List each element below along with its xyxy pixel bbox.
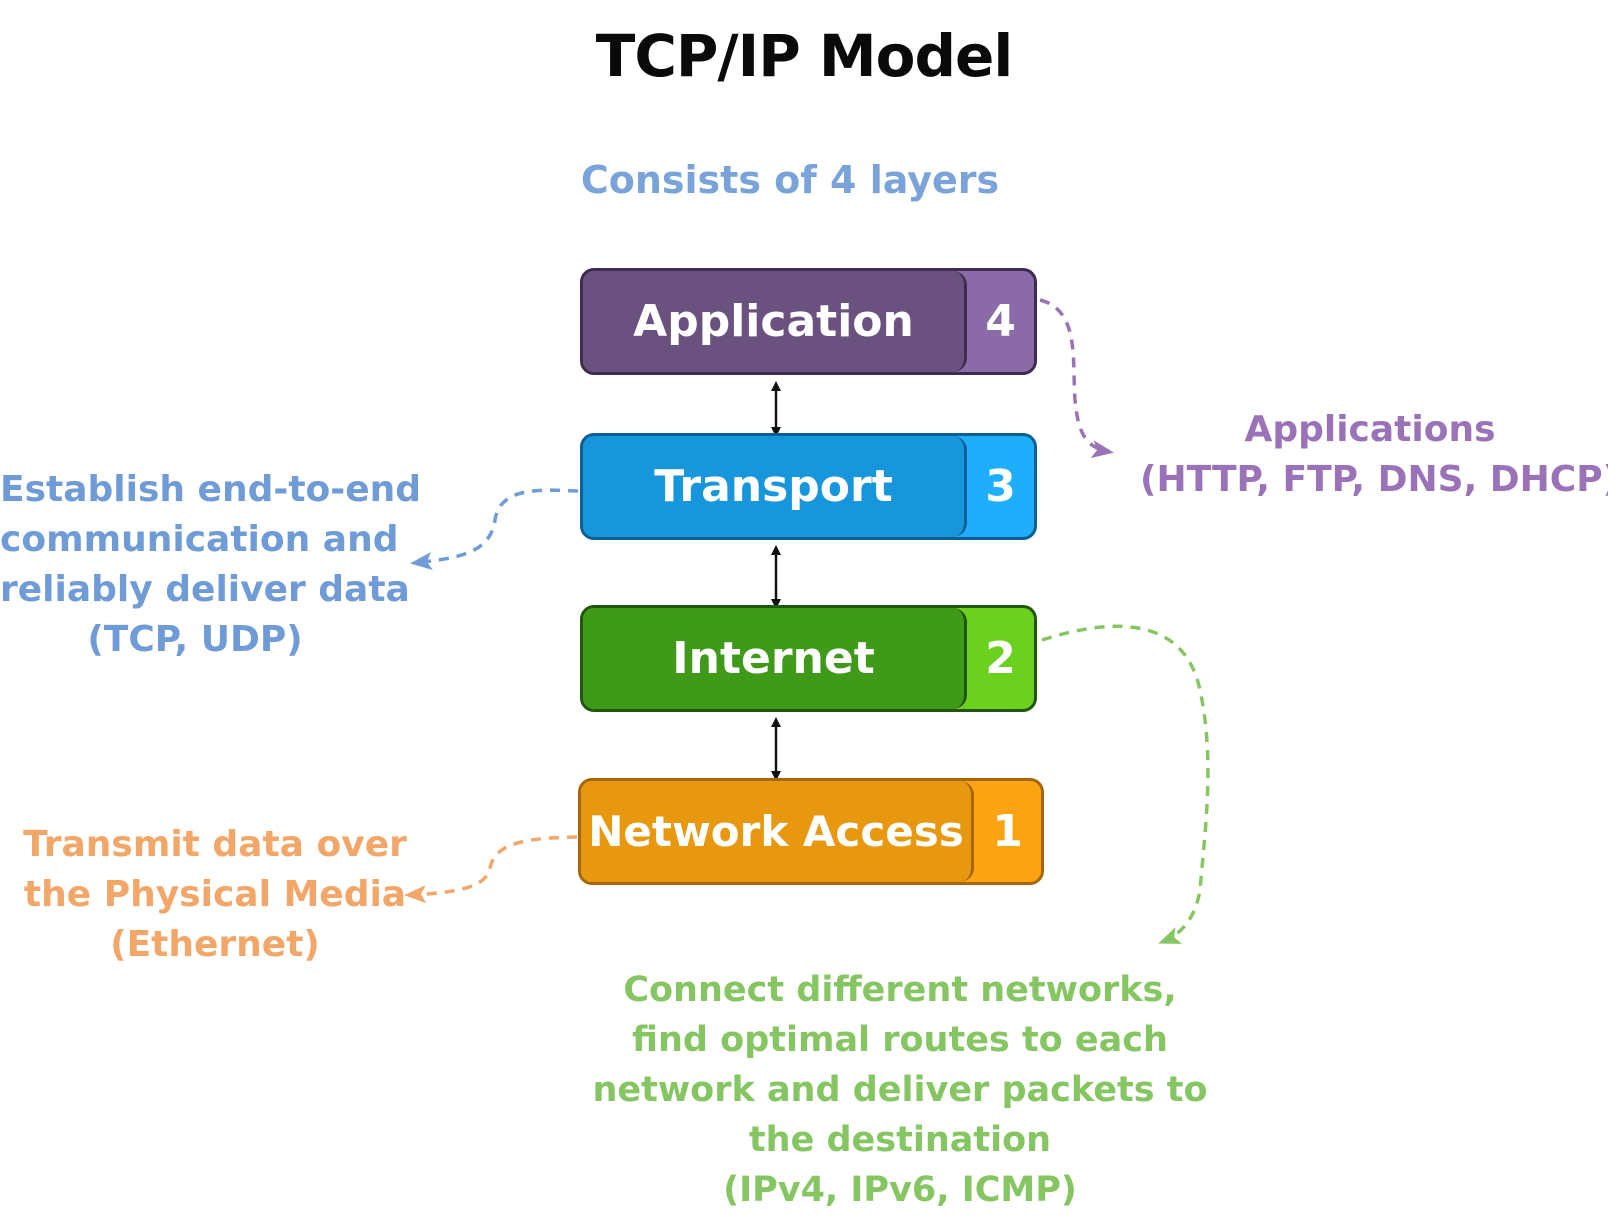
internet-description-line: Connect different networks, [623, 970, 1177, 1010]
subtitle: Consists of 4 layers [580, 158, 1000, 202]
internet-description-line: (IPv4, IPv6, ICMP) [723, 1170, 1077, 1210]
internet-description-line: network and deliver packets to [592, 1070, 1208, 1110]
network-access-description-line: (Ethernet) [110, 924, 320, 965]
layer-transport-name: Transport [583, 436, 967, 537]
application-connector [1039, 298, 1114, 459]
layer-internet-number: 2 [985, 633, 1016, 684]
transport-description-line: Establish end-to-end [0, 469, 422, 510]
internet-description: Connect different networks, find optimal… [590, 965, 1210, 1215]
layer-application: Application 4 [580, 268, 1037, 375]
layer-network-access-name: Network Access [581, 781, 974, 882]
layer-transport-number: 3 [985, 461, 1016, 512]
internet-connector [1041, 624, 1210, 944]
layer-transport: Transport 3 [580, 433, 1037, 540]
transport-description-line: communication and [0, 519, 399, 560]
layer-internet-name: Internet [583, 608, 967, 709]
transport-description-line: (TCP, UDP) [87, 619, 303, 660]
transport-description: Establish end-to-end communication and r… [0, 465, 422, 665]
transport-description-line: reliably deliver data [0, 569, 410, 610]
layer-network-access-number: 1 [992, 806, 1023, 857]
network-access-description-line: Transmit data over [23, 824, 407, 865]
network-access-description: Transmit data over the Physical Media (E… [20, 820, 410, 970]
layer-internet: Internet 2 [580, 605, 1037, 712]
internet-description-line: the destination [748, 1120, 1052, 1160]
internet-description-line: find optimal routes to each [632, 1020, 1168, 1060]
page-title: TCP/IP Model [595, 22, 1013, 90]
layer-application-number: 4 [985, 296, 1016, 347]
layer-application-name: Application [583, 271, 967, 372]
application-description-line: (HTTP, FTP, DNS, DHCP) [1140, 459, 1608, 500]
application-description-line: Applications [1244, 409, 1496, 450]
network-access-description-line: the Physical Media [23, 874, 407, 915]
layer-network-access: Network Access 1 [578, 778, 1044, 885]
application-description: Applications (HTTP, FTP, DNS, DHCP) [1140, 405, 1608, 505]
network-access-connector [404, 835, 578, 904]
transport-connector [410, 488, 579, 571]
